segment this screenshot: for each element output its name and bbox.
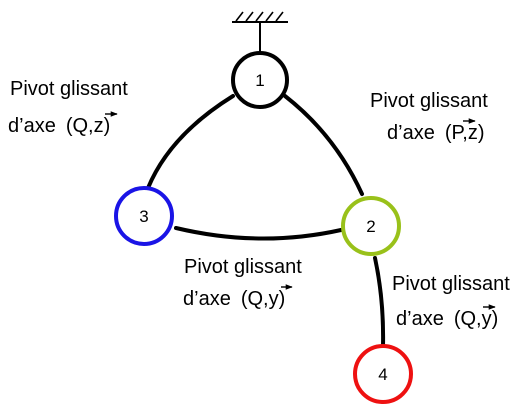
node-1[interactable]: 1 (231, 51, 289, 109)
node-3[interactable]: 3 (114, 186, 174, 246)
ground-hatch-icon (232, 11, 288, 52)
link-2-4-axis-vector: y (482, 308, 492, 330)
link-2-4-point: Q (460, 308, 476, 330)
link-1-3-type: Pivot glissant (10, 78, 128, 100)
node-2-label: 2 (366, 217, 375, 236)
link-1-2-axis-vector: z (468, 122, 478, 144)
link-2-4-axis-prefix: d’axe (396, 308, 444, 330)
link-2-4-label: Pivot glissant d’axe(Q,y) (392, 273, 510, 330)
node-4-label: 4 (378, 365, 387, 384)
link-3-2-type: Pivot glissant (184, 256, 302, 278)
node-3-circle (114, 186, 174, 246)
node-1-label: 1 (255, 71, 264, 90)
link-1-2-axis: d’axe(P,z) (387, 122, 484, 144)
link-1-3 (146, 94, 235, 190)
link-1-3-axis-prefix: d’axe (8, 115, 56, 137)
node-4-circle (353, 344, 413, 404)
link-1-2-type: Pivot glissant (370, 90, 488, 112)
link-3-2-label: Pivot glissant d’axe(Q,y) (183, 256, 302, 310)
link-1-2-axis-prefix: d’axe (387, 122, 435, 144)
node-3-label: 3 (139, 207, 148, 226)
link-3-2 (174, 226, 343, 241)
link-1-2 (283, 94, 364, 196)
link-1-2-label: Pivot glissant d’axe(P,z) (370, 90, 488, 144)
link-1-3-axis: d’axe(Q,z) (8, 115, 110, 137)
node-1-circle (231, 51, 289, 109)
link-3-2-axis-prefix: d’axe (183, 288, 231, 310)
link-2-4 (373, 256, 386, 348)
link-1-3-axis-vector: z (94, 115, 104, 137)
link-2-4-axis: d’axe(Q,y) (396, 308, 498, 330)
link-3-2-axis: d’axe(Q,y) (183, 288, 285, 310)
node-4[interactable]: 4 (353, 344, 413, 404)
link-2-4-type: Pivot glissant (392, 273, 510, 295)
node-2[interactable]: 2 (341, 196, 401, 256)
link-1-3-label: Pivot glissant d’axe(Q,z) (8, 78, 128, 137)
link-1-2-point: P (451, 122, 464, 144)
node-2-circle (341, 196, 401, 256)
link-3-2-axis-vector: y (269, 288, 279, 310)
link-3-2-point: Q (247, 288, 263, 310)
link-1-3-point: Q (72, 115, 88, 137)
